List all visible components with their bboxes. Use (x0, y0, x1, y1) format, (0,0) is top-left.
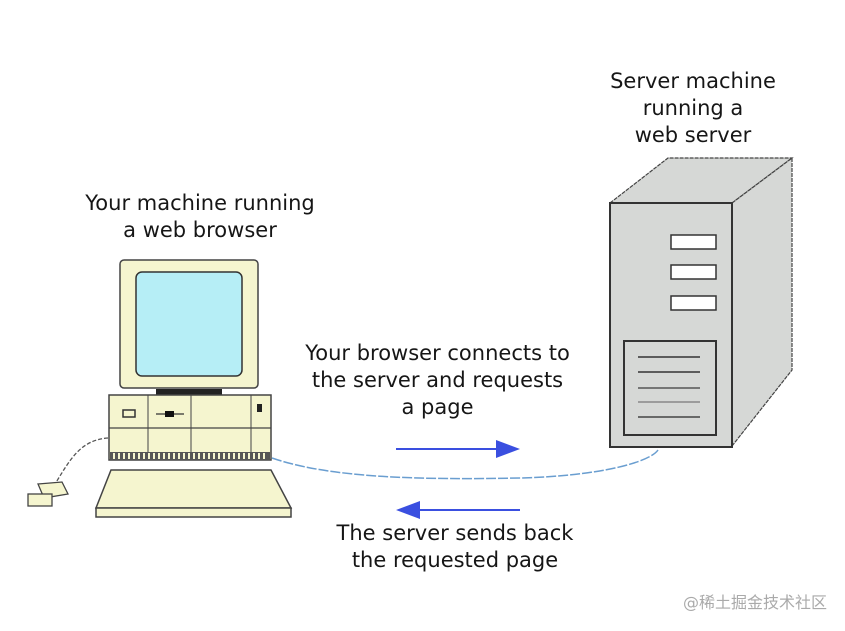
mouse-cable (54, 437, 109, 485)
vent-slot (208, 453, 210, 459)
vent-slot (143, 453, 145, 459)
vent-slot (183, 453, 185, 459)
keyboard (94, 469, 293, 509)
vent-slot (213, 453, 215, 459)
arrow-right-icon (496, 440, 520, 458)
power-led (257, 404, 262, 412)
client-computer (27, 259, 293, 518)
vent-slot (193, 453, 195, 459)
vent-slot (138, 453, 140, 459)
request-label: Your browser connects to the server and … (305, 341, 570, 419)
vent-slot (218, 453, 220, 459)
request-arrow (396, 440, 520, 458)
vent-slot (228, 453, 230, 459)
server-tower (608, 156, 794, 448)
arrow-left-icon (396, 501, 420, 519)
monitor-screen (135, 271, 243, 377)
vent-slot (238, 453, 240, 459)
vent-slot (163, 453, 165, 459)
vent-slot (133, 453, 135, 459)
drive-bay-3 (670, 295, 717, 311)
server-side (731, 156, 793, 448)
vent-slot (198, 453, 200, 459)
client-label: Your machine running a web browser (85, 191, 315, 242)
vent-slot (243, 453, 245, 459)
monitor-stand (156, 389, 222, 395)
vent-slot (223, 453, 225, 459)
network-cable (271, 449, 659, 480)
vent-slot (248, 453, 250, 459)
drive-bay-1 (670, 234, 717, 250)
drive-slot (122, 409, 136, 418)
server-label: Server machine running a web server (610, 69, 776, 147)
vent-slot (188, 453, 190, 459)
vent-slot (258, 453, 260, 459)
vent-slot (253, 453, 255, 459)
response-label: The server sends back the requested page (336, 521, 574, 572)
vent-slot (263, 453, 265, 459)
vent-slot (128, 453, 130, 459)
vent-slot (173, 453, 175, 459)
vent-slot (158, 453, 160, 459)
drive-bay-2 (670, 264, 717, 280)
vent-slot (153, 453, 155, 459)
watermark: @稀土掘金技术社区 (682, 593, 827, 612)
vent-slot (178, 453, 180, 459)
vent-slot (148, 453, 150, 459)
vent-slot (123, 453, 125, 459)
vent-slot (118, 453, 120, 459)
vent-slot (168, 453, 170, 459)
vent-slot (233, 453, 235, 459)
vent-slot (203, 453, 205, 459)
response-arrow (396, 501, 520, 519)
vent-slot (113, 453, 115, 459)
